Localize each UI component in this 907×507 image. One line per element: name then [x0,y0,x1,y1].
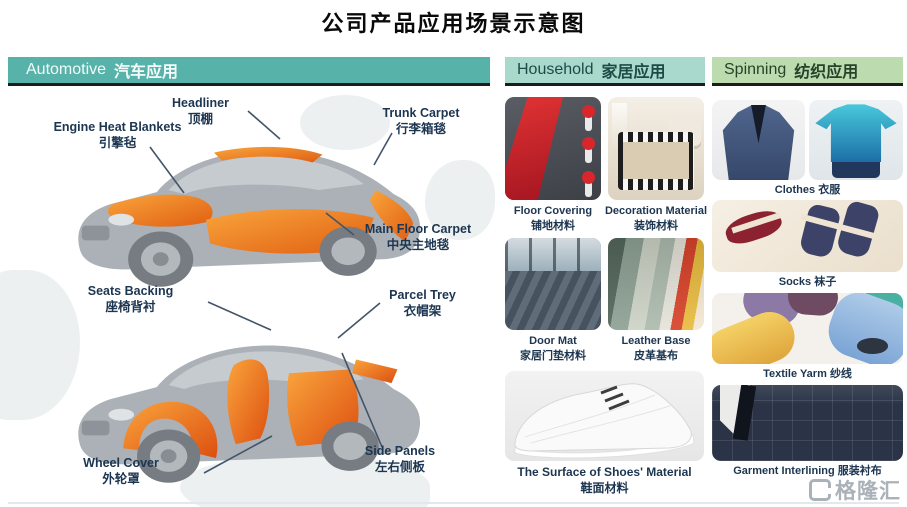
callout-label-zh: 左右侧板 [374,460,425,475]
caption-en: Leather Base [621,335,691,347]
caption-zh: 衣服 [818,184,841,196]
header-label-zh: 纺织应用 [794,64,859,81]
caption-en: Textile Yarm [763,368,827,380]
caption-en: The Surface of Shoes' Material [517,465,692,479]
pillar-shape [585,147,592,163]
automotive-panel: Headliner 顶棚 Engine Heat Blankets 引擎毡 Tr… [8,95,490,500]
callout-label-zh: 引擎毡 [98,136,137,151]
flower-shape [582,171,595,184]
caption-en: Clothes [774,184,816,196]
decoration-material-photo [608,97,704,200]
caption-zh: 服装衬布 [837,465,882,477]
household-panel: Floor Covering 铺地材料 Decoration Material … [505,57,707,507]
callout-parcel-trey: Parcel Trey 衣帽架 [360,287,485,320]
household-caption-leather-base: Leather Base 皮革基布 [602,334,710,364]
gelonghui-watermark: 格隆汇 [809,475,901,505]
callout-label-en: Wheel Cover [83,456,159,470]
leather-base-photo [608,238,704,330]
caption-zh: 装饰材料 [634,219,678,232]
household-caption-door-mat: Door Mat 家居门垫材料 [499,334,607,364]
header-label-en: Spinning [724,61,787,78]
glass-frame-lines [505,238,601,272]
caption-en: Socks [778,276,812,288]
section-header-household: Household 家居应用 [505,57,705,86]
navy-sock-shape [798,202,842,260]
callout-label-en: Trunk Carpet [382,106,460,120]
tshirt-shape [815,104,897,163]
spinning-caption-clothes: Clothes 衣服 [712,183,903,198]
page-title: 公司产品应用场景示意图 [321,11,586,36]
section-header-automotive: Automotive 汽车应用 [8,57,490,86]
car-illustration-bottom [78,345,421,483]
garment-interlining-photo [712,385,903,461]
spinning-caption-garment-interlining: Garment Interlining 服装衬布 [712,464,903,479]
sneaker-illustration [514,383,695,459]
callout-label-en: Side Panels [364,444,436,458]
callout-side-panels: Side Panels 左右侧板 [330,443,470,476]
callout-wheel-cover: Wheel Cover 外轮罩 [36,455,206,488]
flower-shape [582,137,595,150]
spinning-caption-socks: Socks 袜子 [712,275,903,290]
section-header-spinning: Spinning 纺织应用 [712,57,903,86]
door-mat-photo [505,238,601,330]
caption-zh: 皮革基布 [634,349,678,362]
callout-label-zh: 行李箱毯 [395,122,446,137]
callout-label-zh: 座椅背衬 [105,300,156,315]
header-label-zh: 家居应用 [601,64,666,81]
caption-en: Door Mat [529,335,577,347]
caption-zh: 铺地材料 [531,219,575,232]
callout-label-zh: 外轮罩 [102,472,140,487]
header-label-en: Automotive [26,61,107,78]
caption-en: Garment Interlining [733,465,835,477]
caption-zh: 家居门垫材料 [520,349,586,362]
callout-label-zh: 中央主地毯 [386,238,450,253]
spinning-panel: Clothes 衣服 Socks 袜子 Textile Yarm 纱线 [712,57,903,507]
callout-seats-backing: Seats Backing 座椅背衬 [38,283,223,316]
caption-zh: 纱线 [829,368,852,380]
household-caption-shoe-surface: The Surface of Shoes' Material 鞋面材料 [505,464,704,496]
caption-en: Floor Covering [513,205,593,217]
caption-zh: 鞋面材料 [580,481,629,496]
callout-label-en: Seats Backing [87,284,174,298]
callout-trunk-carpet: Trunk Carpet 行李箱毯 [356,105,486,138]
callout-main-floor-carpet: Main Floor Carpet 中央主地毯 [346,221,490,254]
callout-engine-heat-blankets: Engine Heat Blankets 引擎毡 [10,119,225,152]
suit-jacket-photo [712,100,805,180]
callout-label-en: Main Floor Carpet [364,222,472,236]
yarn-photo [712,293,903,364]
fabric-sheen-overlay [712,385,903,405]
tshirt-photo [809,100,903,180]
gelonghui-logo-icon [809,479,831,501]
red-carpet-shape [505,97,563,200]
callout-label-en: Parcel Trey [389,288,456,302]
gelonghui-logo-text: 格隆汇 [835,480,901,503]
shoe-surface-photo [505,371,704,461]
map-watermark-shape [425,160,495,240]
callout-headliner: Headliner 顶棚 [148,95,253,128]
figure-bottom-rule [8,502,899,504]
callout-label-zh: 衣帽架 [403,304,442,319]
household-caption-floor-covering: Floor Covering 铺地材料 [499,204,607,234]
household-caption-decoration-material: Decoration Material 装饰材料 [602,204,710,234]
caption-en: Decoration Material [604,205,708,217]
caption-zh: 袜子 [814,276,837,288]
car-illustration-top [78,146,421,287]
callout-leader-lines [149,110,393,474]
header-label-zh: 汽车应用 [114,64,179,81]
floor-covering-photo [505,97,601,200]
shorts-shape [831,162,881,179]
flower-shape [582,105,595,118]
callout-label-zh: 顶棚 [187,112,213,127]
callout-label-en: Headliner [172,96,229,110]
socks-photo [712,200,903,272]
rug-center-shape [623,142,689,180]
yarn-cone-core [857,338,888,355]
pillar-shape [585,115,592,131]
callout-label-en: Engine Heat Blankets [53,120,182,134]
pillar-shape [585,181,592,197]
spinning-caption-textile-yarn: Textile Yarm 纱线 [712,367,903,382]
header-label-en: Household [517,61,594,78]
map-watermark-shape [300,95,390,150]
fabric-shade-overlay [608,238,704,330]
